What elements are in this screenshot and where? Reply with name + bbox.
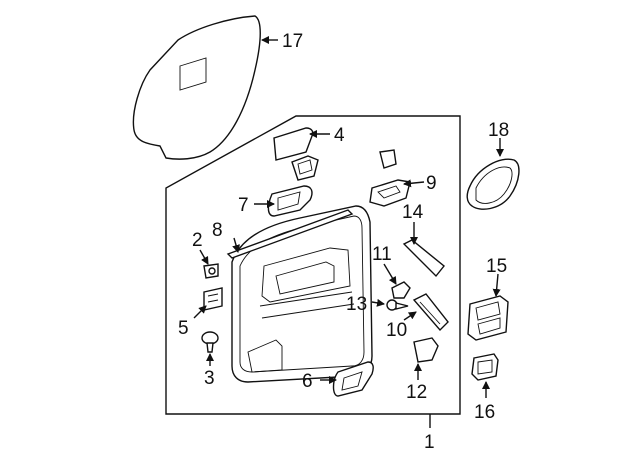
callout-9: 9 xyxy=(426,173,437,194)
callout-6: 6 xyxy=(302,371,313,392)
part-15-switch-assembly xyxy=(467,295,509,341)
part-7-handle-bezel xyxy=(267,185,313,217)
callout-10: 10 xyxy=(386,320,407,341)
callout-15: 15 xyxy=(486,256,507,277)
callout-14: 14 xyxy=(402,202,424,223)
part-18-mirror-cover xyxy=(466,158,520,210)
callout-3: 3 xyxy=(204,368,215,389)
part-9-switch-bezel xyxy=(369,149,411,207)
part-1-trim-panel-enclosure xyxy=(165,115,461,415)
part-14-trim-strip xyxy=(402,239,445,278)
part-5-clip-block xyxy=(203,287,223,311)
callout-17: 17 xyxy=(282,31,303,52)
callout-11: 11 xyxy=(372,244,392,265)
callout-7: 7 xyxy=(238,195,249,216)
part-4-pull-cup xyxy=(273,127,319,181)
part-12-bracket xyxy=(413,337,439,363)
part-8-weatherstrip xyxy=(226,209,354,259)
callout-2: 2 xyxy=(192,230,203,251)
part-3-fastener xyxy=(201,331,219,353)
callout-labels: 1 2 3 4 5 6 7 8 9 10 11 12 13 14 15 16 1… xyxy=(178,31,509,453)
part-16-switch xyxy=(471,353,499,381)
part-17-watershield xyxy=(132,15,261,160)
door-trim-panel xyxy=(231,205,373,383)
callout-16: 16 xyxy=(474,402,495,423)
callout-13: 13 xyxy=(346,294,367,315)
part-13-screw xyxy=(386,299,409,311)
callout-4: 4 xyxy=(334,125,345,146)
callout-18: 18 xyxy=(488,120,509,141)
leader-lines xyxy=(193,36,504,428)
part-11-clip xyxy=(391,281,411,299)
callout-5: 5 xyxy=(178,318,189,339)
callout-1: 1 xyxy=(424,432,435,453)
part-10-bracket xyxy=(412,293,449,332)
callout-12: 12 xyxy=(406,382,427,403)
part-2-push-pin xyxy=(203,263,219,279)
callout-8: 8 xyxy=(212,220,223,241)
part-6-lamp xyxy=(332,361,374,397)
